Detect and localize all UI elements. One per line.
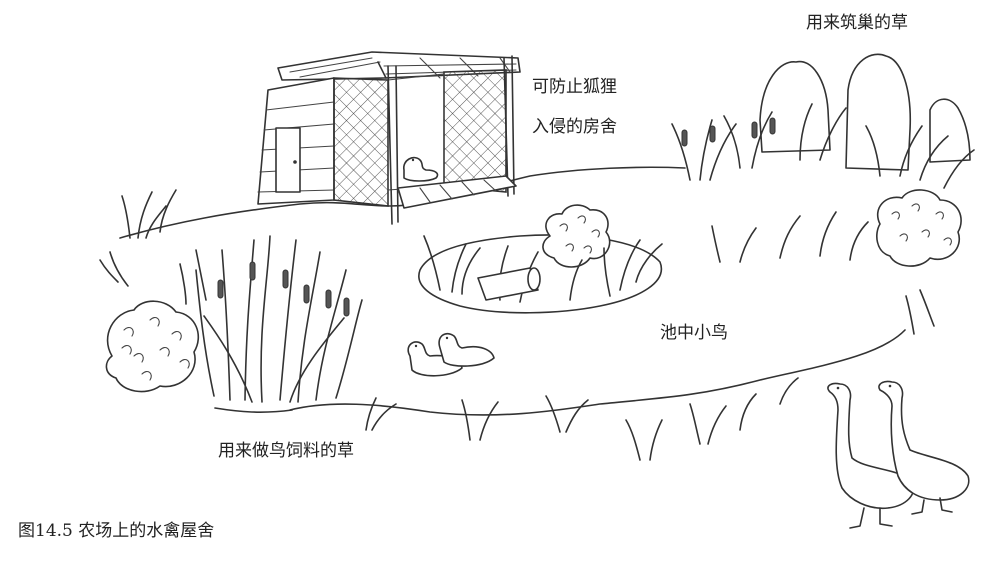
label-feed-grass: 用来做鸟饲料的草 [218, 441, 354, 461]
fox-proof-house [257, 51, 521, 225]
pond-vegetation [423, 204, 663, 303]
label-nest-grass: 用来筑巢的草 [806, 13, 908, 33]
geese [827, 380, 970, 529]
label-pond-bird: 池中小鸟 [660, 323, 728, 343]
label-fox-proof-house-line2: 入侵的房舍 [532, 117, 617, 137]
feed-grass-clump [195, 235, 363, 403]
label-fox-proof-house-line1: 可防止狐狸 [532, 77, 617, 97]
ducks-pair [407, 332, 495, 377]
figure-caption: 图14.5 农场上的水禽屋舍 [18, 521, 215, 541]
shrub-left [105, 300, 200, 393]
nesting-grass-area [671, 53, 975, 335]
grass-tufts-left [99, 189, 207, 305]
pond [418, 234, 663, 314]
grass-tufts-bottom [365, 377, 799, 461]
